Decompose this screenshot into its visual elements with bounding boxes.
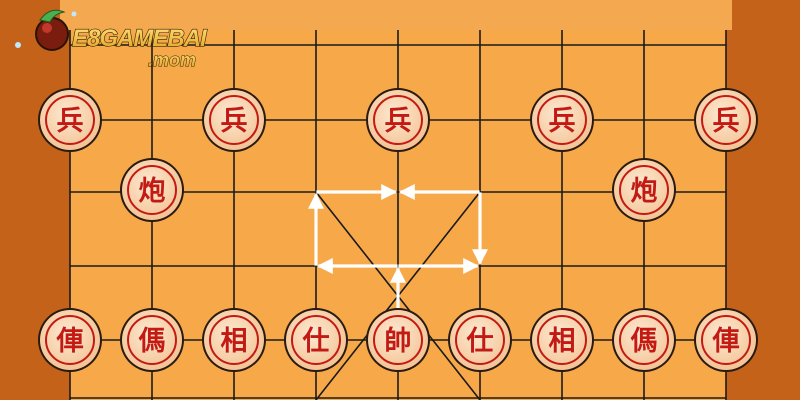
piece-body: [532, 90, 592, 150]
piece-body: [204, 310, 264, 370]
piece-general[interactable]: 帥: [366, 308, 430, 372]
piece-cannon[interactable]: 炮: [612, 158, 676, 222]
piece-body: [696, 90, 756, 150]
piece-cannon[interactable]: 炮: [120, 158, 184, 222]
piece-elephant[interactable]: 相: [530, 308, 594, 372]
piece-horse[interactable]: 傌: [612, 308, 676, 372]
piece-label: 炮: [139, 175, 166, 207]
pieces-layer: 兵 兵 兵 兵 兵炮 炮俥 傌 相 仕 帥 仕 相 傌 俥: [38, 88, 758, 372]
piece-ring: [209, 95, 259, 145]
piece-body: [204, 90, 264, 150]
piece-ring: [127, 315, 177, 365]
piece-label: 兵: [221, 106, 248, 137]
site-logo: E8GAMEBAI .mom: [15, 9, 210, 71]
piece-advisor[interactable]: 仕: [284, 308, 348, 372]
logo-ball-highlight: [42, 23, 52, 33]
piece-body: [614, 310, 674, 370]
piece-ring: [619, 315, 669, 365]
piece-soldier[interactable]: 兵: [38, 88, 102, 152]
piece-body: [696, 310, 756, 370]
piece-label: 俥: [56, 326, 84, 357]
piece-soldier[interactable]: 兵: [530, 88, 594, 152]
piece-label: 傌: [631, 326, 658, 357]
piece-body: [614, 160, 674, 220]
piece-label: 兵: [713, 106, 740, 137]
logo-text: E8GAMEBAI: [72, 25, 208, 52]
piece-ring: [701, 95, 751, 145]
piece-body: [368, 310, 428, 370]
piece-label: 兵: [57, 106, 84, 137]
piece-label: 仕: [302, 326, 330, 357]
piece-ring: [701, 315, 751, 365]
piece-body: [286, 310, 346, 370]
piece-ring: [209, 315, 259, 365]
logo-subtext: .mom: [148, 50, 196, 70]
piece-body: [40, 310, 100, 370]
piece-ring: [127, 165, 177, 215]
piece-label: 炮: [631, 175, 658, 207]
piece-label: 俥: [712, 326, 740, 357]
piece-label: 傌: [139, 326, 166, 357]
piece-soldier[interactable]: 兵: [202, 88, 266, 152]
piece-body: [450, 310, 510, 370]
piece-ring: [45, 95, 95, 145]
piece-body: [368, 90, 428, 150]
piece-chariot[interactable]: 俥: [38, 308, 102, 372]
piece-label: 兵: [549, 106, 576, 137]
piece-advisor[interactable]: 仕: [448, 308, 512, 372]
piece-ring: [455, 315, 505, 365]
logo-leaf-icon: [39, 9, 66, 23]
piece-label: 仕: [466, 326, 494, 357]
piece-horse[interactable]: 傌: [120, 308, 184, 372]
board-top-region: [60, 0, 732, 30]
piece-label: 相: [549, 326, 576, 357]
piece-label: 帥: [385, 326, 412, 357]
piece-ring: [537, 95, 587, 145]
piece-body: [122, 160, 182, 220]
piece-label: 兵: [385, 106, 412, 137]
piece-soldier[interactable]: 兵: [366, 88, 430, 152]
piece-ring: [373, 95, 423, 145]
piece-body: [122, 310, 182, 370]
piece-ring: [45, 315, 95, 365]
piece-body: [532, 310, 592, 370]
piece-chariot[interactable]: 俥: [694, 308, 758, 372]
piece-ring: [291, 315, 341, 365]
piece-ring: [619, 165, 669, 215]
piece-elephant[interactable]: 相: [202, 308, 266, 372]
piece-ring: [373, 315, 423, 365]
move-arrows: [308, 184, 488, 314]
piece-ring: [537, 315, 587, 365]
piece-body: [40, 90, 100, 150]
logo-sparkle-icon: [71, 11, 77, 17]
piece-label: 相: [221, 326, 248, 357]
logo-ball-icon: [35, 17, 69, 51]
piece-soldier[interactable]: 兵: [694, 88, 758, 152]
logo-sparkle-icon: [15, 42, 21, 48]
